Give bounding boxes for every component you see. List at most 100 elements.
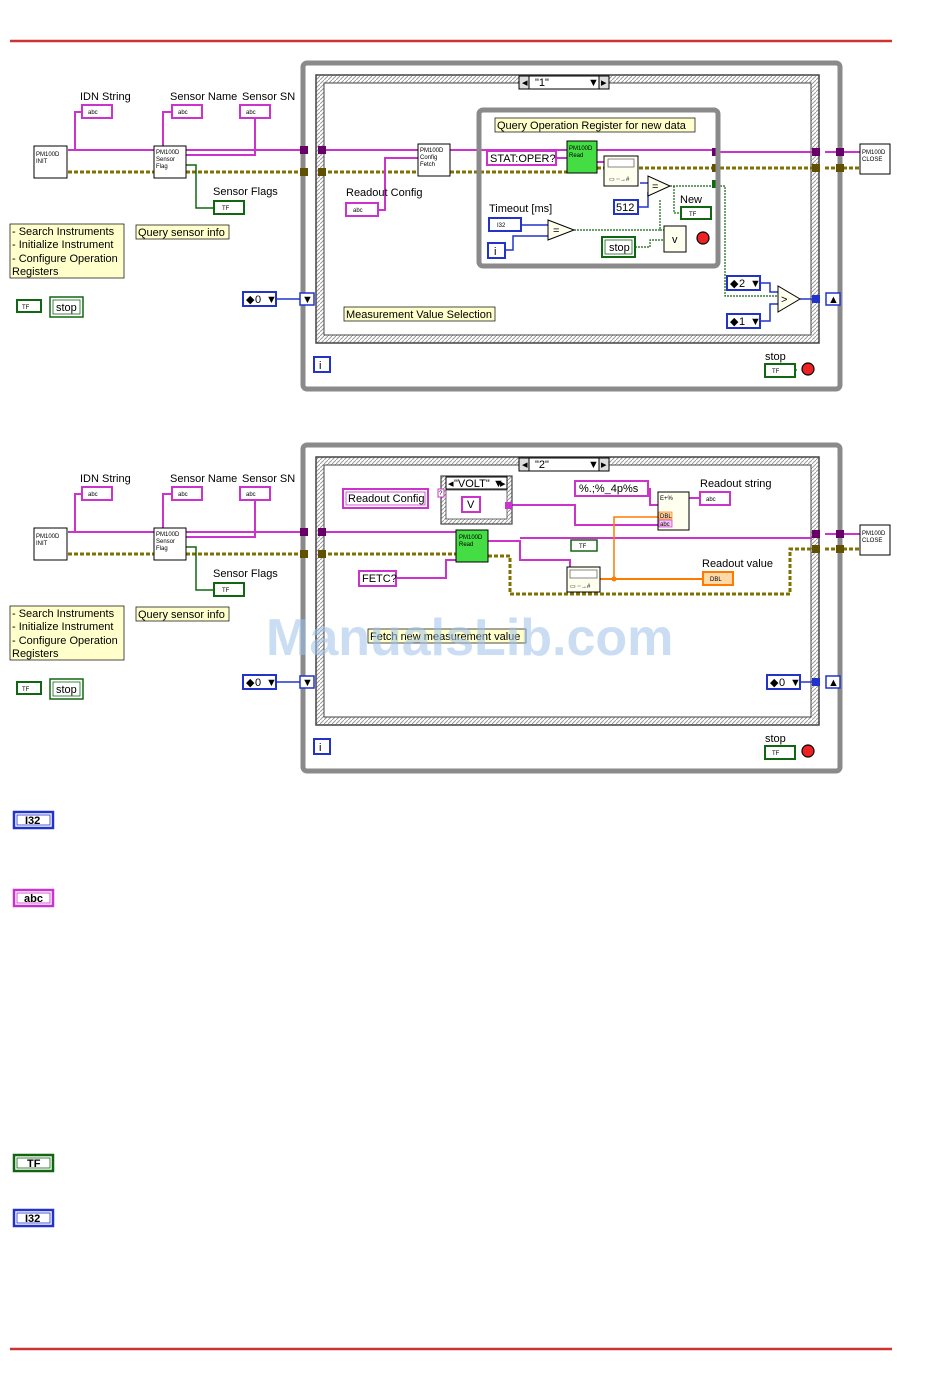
format-into-string[interactable]: E+% DBL abc (657, 491, 690, 531)
inner-case-volt[interactable]: ◂ "VOLT" ▼ ▸ V ? (437, 475, 513, 525)
new-indicator: New TF (680, 194, 712, 220)
comment-fetch-new: Fetch new measurement value (367, 628, 527, 644)
svg-text:TF: TF (689, 212, 697, 218)
const-512: 512 (613, 199, 639, 215)
svg-text:◂: ◂ (522, 459, 528, 471)
shift-register-right-1[interactable]: ▲ (825, 292, 841, 306)
iteration-terminal-inner: i (487, 242, 506, 259)
shift-register-left-1[interactable]: ▼ (299, 292, 315, 306)
svg-text:abc: abc (353, 208, 363, 214)
svg-text:- Configure Operation: - Configure Operation (12, 635, 118, 647)
svg-text:2: 2 (739, 278, 745, 290)
svg-text:Readout string: Readout string (700, 478, 772, 490)
svg-text:TF: TF (22, 687, 30, 693)
shift-register-left-2[interactable]: ▼ (299, 675, 315, 689)
select-node-1[interactable] (777, 285, 801, 313)
svg-text:TF: TF (772, 751, 780, 757)
greater-than-node-1[interactable] (647, 175, 672, 197)
readout-config-control-1[interactable]: Readout Config abc (345, 187, 422, 217)
case-selector-2[interactable]: ◂ ▸ "2" ▼ (518, 457, 610, 472)
svg-text:▼: ▼ (750, 316, 761, 328)
svg-text:▭ ┈→#: ▭ ┈→# (609, 177, 630, 183)
svg-text:▸: ▸ (601, 77, 607, 89)
shift-init-2[interactable]: ◆ 0 ▼ (242, 674, 277, 690)
readout-config-local-2[interactable]: Readout Config (342, 488, 429, 509)
svg-text:=: = (652, 181, 658, 193)
comment-measurement-selection: Measurement Value Selection (343, 306, 496, 322)
svg-text:FETC?: FETC? (362, 573, 397, 585)
while-loop-2[interactable] (300, 442, 843, 774)
shift-const-right-2[interactable]: ◆ 0 ▼ (766, 674, 801, 690)
legend-i32-bottom: I32 (12, 1208, 55, 1228)
stop-constant-inner[interactable]: stop (601, 236, 636, 258)
svg-text:◆: ◆ (730, 316, 739, 328)
svg-text:TF: TF (222, 206, 230, 212)
stop-terminal-1[interactable]: stop TF (764, 351, 815, 378)
comment-query-sensor-2: Query sensor info (135, 606, 230, 622)
svg-text:Sensor Name: Sensor Name (170, 91, 237, 103)
svg-text:IDN String: IDN String (80, 91, 131, 103)
format-string-constant: %.;%_4p%s (574, 480, 649, 497)
svg-text:TF: TF (22, 305, 30, 311)
idn-string-indicator-1: IDN String abc (80, 91, 131, 119)
case-selector-1[interactable]: ◂ ▸ "1" ▼ (518, 75, 610, 90)
svg-text:- Initialize Instrument: - Initialize Instrument (12, 239, 113, 251)
scan-from-string-2[interactable]: ▭ ┈→# (566, 566, 601, 593)
inner-while-loop-1[interactable] (476, 107, 721, 269)
svg-text:Sensor Name: Sensor Name (170, 473, 237, 485)
svg-text:DBL: DBL (710, 577, 722, 583)
svg-text:stop: stop (765, 733, 786, 745)
svg-text:I32: I32 (25, 815, 40, 827)
svg-text:?: ? (439, 491, 443, 497)
tf-const-2: TF (570, 539, 598, 552)
svg-text:Query sensor info: Query sensor info (138, 227, 225, 239)
svg-text:v: v (672, 234, 678, 246)
svg-text:- Configure Operation: - Configure Operation (12, 253, 118, 265)
stop-button-outside-1[interactable]: TF stop (16, 296, 84, 318)
svg-text:▼: ▼ (750, 278, 761, 290)
svg-text:TF: TF (27, 1158, 41, 1170)
svg-text:Timeout [ms]: Timeout [ms] (489, 203, 552, 215)
stop-condition-inner[interactable] (696, 231, 710, 245)
enum-const-1[interactable]: ◆ 1 ▼ (726, 313, 761, 329)
timeout-control[interactable]: Timeout [ms] I32 (488, 203, 552, 232)
comment-search-2: - Search Instruments - Initialize Instru… (9, 605, 125, 661)
shift-register-right-2[interactable]: ▲ (825, 675, 841, 689)
stop-button-outside-2[interactable]: TF stop (16, 678, 84, 700)
svg-text:▸: ▸ (601, 459, 607, 471)
enum-const-2[interactable]: ◆ 2 ▼ (726, 275, 761, 291)
equal-node-1[interactable] (547, 219, 576, 241)
shift-init-1[interactable]: ◆ 0 ▼ (242, 291, 277, 307)
svg-text:abc: abc (246, 110, 256, 116)
svg-text:abc: abc (246, 492, 256, 498)
svg-text:◂: ◂ (522, 77, 528, 89)
svg-text:TF: TF (579, 544, 587, 550)
stop-terminal-2[interactable]: stop TF (764, 733, 815, 760)
svg-text:0: 0 (255, 294, 261, 306)
or-node-1[interactable] (663, 225, 687, 253)
comment-search-1: - Search Instruments - Initialize Instru… (9, 223, 125, 279)
svg-text:TF: TF (772, 369, 780, 375)
scan-from-string-1[interactable]: ▭ ┈→# (603, 155, 639, 187)
readout-string-indicator: Readout string abc (699, 478, 772, 506)
svg-text:abc: abc (88, 492, 98, 498)
svg-text:>: > (781, 294, 787, 306)
while-loop-1[interactable] (300, 60, 843, 392)
svg-text:▼: ▼ (266, 294, 277, 306)
svg-text:▼: ▼ (302, 677, 313, 689)
